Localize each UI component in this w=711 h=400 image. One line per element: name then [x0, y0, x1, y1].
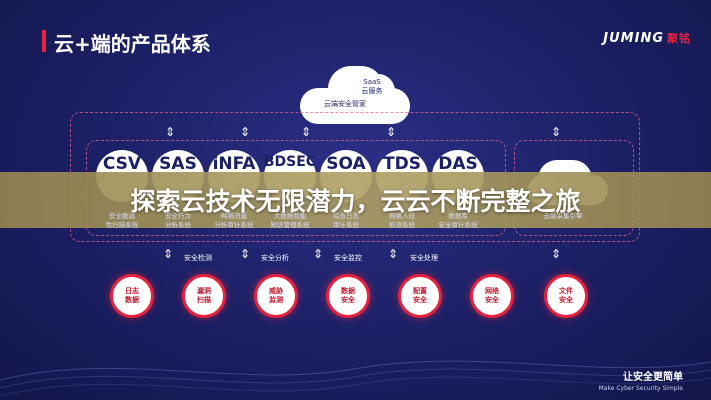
footer-subtitle: Make Cyber Security Simple: [598, 385, 683, 392]
endpoint-circle: 配置 安全: [398, 274, 442, 318]
decorative-wave: [0, 360, 711, 397]
arrow-updown-icon: ⇕: [165, 125, 176, 139]
endpoint-circle: 漏洞 扫描: [182, 274, 226, 318]
arrow-updown-icon: ⇕: [313, 247, 324, 261]
cloud-label: 云端安全管家: [324, 100, 366, 108]
footer-slogan: 让安全更简单 Make Cyber Security Simple: [599, 368, 683, 392]
title-accent-bar: [42, 30, 46, 52]
function-label: 安全处理: [410, 254, 438, 262]
product-system-label: 安全行为 分析系统: [165, 212, 191, 229]
endpoint-circle: 数据 安全: [326, 274, 370, 318]
function-label: 安全检测: [184, 254, 212, 262]
product-system-label: 安全脆弱 性扫描系统: [105, 212, 139, 229]
endpoint-circle: 威胁 监测: [254, 274, 298, 318]
arrow-updown-icon: ⇕: [386, 125, 397, 139]
arrow-updown-icon: ⇕: [163, 247, 174, 261]
product-system-label: 综合日志 审计系统: [333, 212, 359, 229]
function-label: 安全监控: [334, 254, 362, 262]
endpoint-circle: 文件 安全: [544, 274, 588, 318]
product-system-label: 网络入侵 检测系统: [389, 212, 415, 229]
cloud-saas-text: SaaS: [363, 78, 381, 86]
product-system-label: 网络流量 分析审计系统: [214, 212, 254, 229]
arrow-updown-icon: ⇕: [240, 125, 251, 139]
arrow-updown-icon: ⇕: [240, 247, 251, 261]
arrow-updown-icon: ⇕: [551, 247, 562, 261]
arrow-updown-icon: ⇕: [301, 125, 312, 139]
cloud-service-text: 云服务: [361, 87, 383, 95]
endpoint-circle: 日志 数据: [110, 274, 154, 318]
arrow-updown-icon: ⇕: [551, 125, 562, 139]
product-system-label: 数据库 安全审计系统: [438, 212, 478, 229]
arrow-updown-icon: ⇕: [388, 247, 399, 261]
footer-title: 让安全更简单: [623, 372, 683, 383]
product-system-label: 大数据智能 知识管理系统: [270, 212, 310, 229]
headline-banner: 探索云技术无限潜力，云云不断完整之旅: [0, 172, 711, 228]
endpoint-circle: 网络 安全: [470, 274, 514, 318]
collector-label: 云端采集引擎: [543, 212, 583, 220]
banner-text: 探索云技术无限潜力，云云不断完整之旅: [130, 187, 581, 216]
function-label: 安全分析: [261, 254, 289, 262]
logo-brand: JUMING: [603, 31, 664, 46]
slide-title: 云+端的产品体系: [54, 32, 211, 56]
logo-cn: 聚铭: [667, 32, 691, 45]
